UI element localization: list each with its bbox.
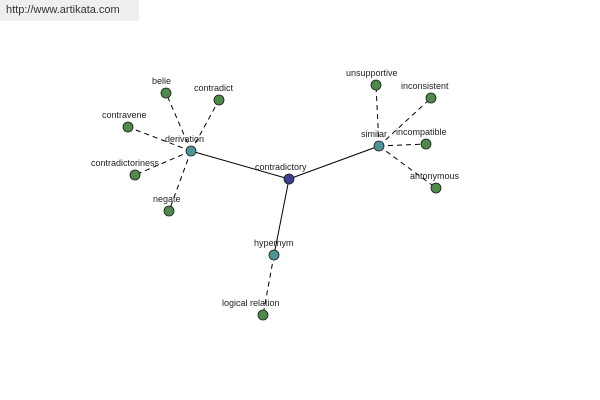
edge-similar-antonymous (378, 145, 437, 189)
labels-layer: contradictory derivation similar hypernym be… (91, 68, 460, 308)
edge-similar-unsupportive (375, 84, 380, 147)
node-label-contravene[interactable]: contravene (102, 110, 147, 120)
node-label-logical-relation[interactable]: logical relation (222, 298, 280, 308)
nodes-layer (122, 79, 442, 321)
node-label-unsupportive[interactable]: unsupportive (346, 68, 398, 78)
node-contradictoriness[interactable] (129, 169, 141, 181)
edge-derivation-contravene (127, 126, 192, 152)
node-label-similar[interactable]: similar (361, 129, 387, 139)
edge-hypernym-logical-relation (262, 254, 275, 316)
edge-contradictory-similar (288, 145, 380, 180)
edge-contradictory-hypernym (273, 178, 290, 256)
node-label-contradict[interactable]: contradict (194, 83, 234, 93)
edge-similar-incompatible (378, 143, 427, 147)
node-incompatible[interactable] (420, 138, 432, 150)
node-label-contradictoriness[interactable]: contradictoriness (91, 158, 160, 168)
node-negate[interactable] (163, 205, 175, 217)
edge-derivation-contradict (190, 99, 220, 152)
node-hypernym[interactable] (268, 249, 280, 261)
edge-derivation-belie (165, 92, 192, 152)
edge-derivation-negate (168, 150, 192, 212)
node-label-derivation[interactable]: derivation (165, 134, 204, 144)
node-label-contradictory[interactable]: contradictory (255, 162, 307, 172)
edges-layer (127, 84, 437, 316)
node-derivation[interactable] (185, 145, 197, 157)
node-belie[interactable] (160, 87, 172, 99)
node-label-hypernym[interactable]: hypernym (254, 238, 294, 248)
node-label-negate[interactable]: negate (153, 194, 181, 204)
node-contradict[interactable] (213, 94, 225, 106)
node-label-inconsistent[interactable]: inconsistent (401, 81, 449, 91)
edge-similar-inconsistent (378, 97, 432, 147)
node-contravene[interactable] (122, 121, 134, 133)
edge-derivation-contradictoriness (134, 150, 192, 176)
node-contradictory[interactable] (283, 173, 295, 185)
node-label-antonymous[interactable]: antonymous (410, 171, 460, 181)
node-label-incompatible[interactable]: incompatible (396, 127, 447, 137)
node-similar[interactable] (373, 140, 385, 152)
node-label-belie[interactable]: belie (152, 76, 171, 86)
node-inconsistent[interactable] (425, 92, 437, 104)
edge-contradictory-derivation (190, 150, 290, 180)
node-logical-relation[interactable] (257, 309, 269, 321)
node-antonymous[interactable] (430, 182, 442, 194)
source-url-banner[interactable]: http://www.artikata.com (0, 0, 139, 21)
node-unsupportive[interactable] (370, 79, 382, 91)
